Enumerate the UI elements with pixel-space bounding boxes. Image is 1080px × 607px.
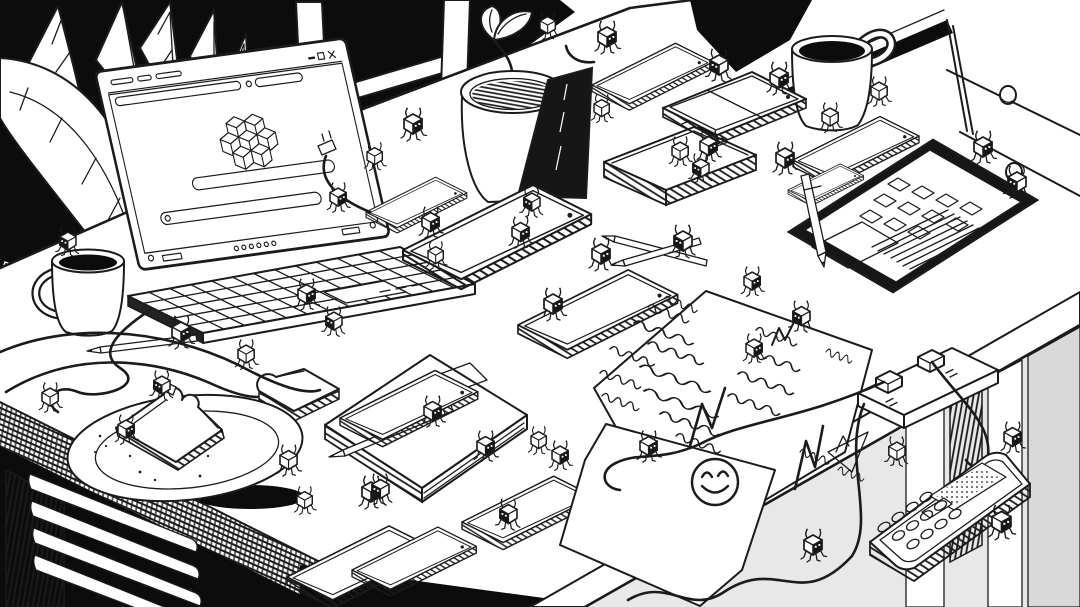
- image-box: [811, 221, 899, 269]
- paper-notes: [559, 290, 873, 607]
- minimize-icon: [308, 56, 316, 60]
- app-icon: [873, 193, 897, 208]
- plant-pot: [460, 5, 594, 203]
- app-icon: [887, 177, 911, 192]
- keypad: [877, 491, 962, 550]
- paper-fold: [827, 431, 869, 473]
- window-controls: [308, 50, 337, 61]
- app-icon: [897, 201, 921, 216]
- doodle-chart: [688, 386, 727, 448]
- doodle-chart: [793, 424, 825, 491]
- plug: [875, 370, 903, 394]
- leaning-phone: [516, 66, 594, 200]
- sprout-leaf: [493, 10, 533, 41]
- trackpad: [323, 280, 407, 304]
- power-strip: [857, 347, 999, 429]
- maximize-icon: [316, 51, 326, 61]
- doodle-chart: [771, 323, 794, 346]
- plug: [917, 349, 945, 373]
- laptop: [94, 37, 476, 345]
- smiley-eyes: [700, 470, 730, 479]
- loading-bar: [191, 159, 336, 191]
- crumbs: [94, 434, 210, 482]
- vent-dots: [233, 240, 277, 252]
- app-icon: [883, 217, 907, 232]
- app-icon: [959, 201, 983, 216]
- app-icon: [935, 193, 959, 208]
- smiley-doodle: [690, 457, 740, 507]
- url-bar: [114, 72, 303, 107]
- app-icon: [859, 209, 883, 224]
- text-block: [871, 209, 986, 270]
- search-bar: [160, 191, 322, 226]
- toast: [114, 386, 225, 471]
- smiley-mouth: [700, 484, 730, 494]
- app-icon: [921, 209, 945, 224]
- app-icon: [907, 225, 931, 240]
- tablet: [786, 138, 1040, 294]
- wall-panel: [1027, 326, 1080, 607]
- coffee-mug-left: [31, 248, 125, 337]
- app-icon: [911, 185, 935, 200]
- close-icon: [327, 50, 337, 59]
- stylus: [800, 173, 827, 268]
- hanging-sheet: [559, 423, 776, 607]
- wall-gap: [690, 0, 812, 72]
- coffee-mug-right: [791, 28, 897, 132]
- laptop-screen: [94, 37, 390, 271]
- feature-phone: [869, 451, 1031, 583]
- browser-toolbar: [107, 60, 343, 94]
